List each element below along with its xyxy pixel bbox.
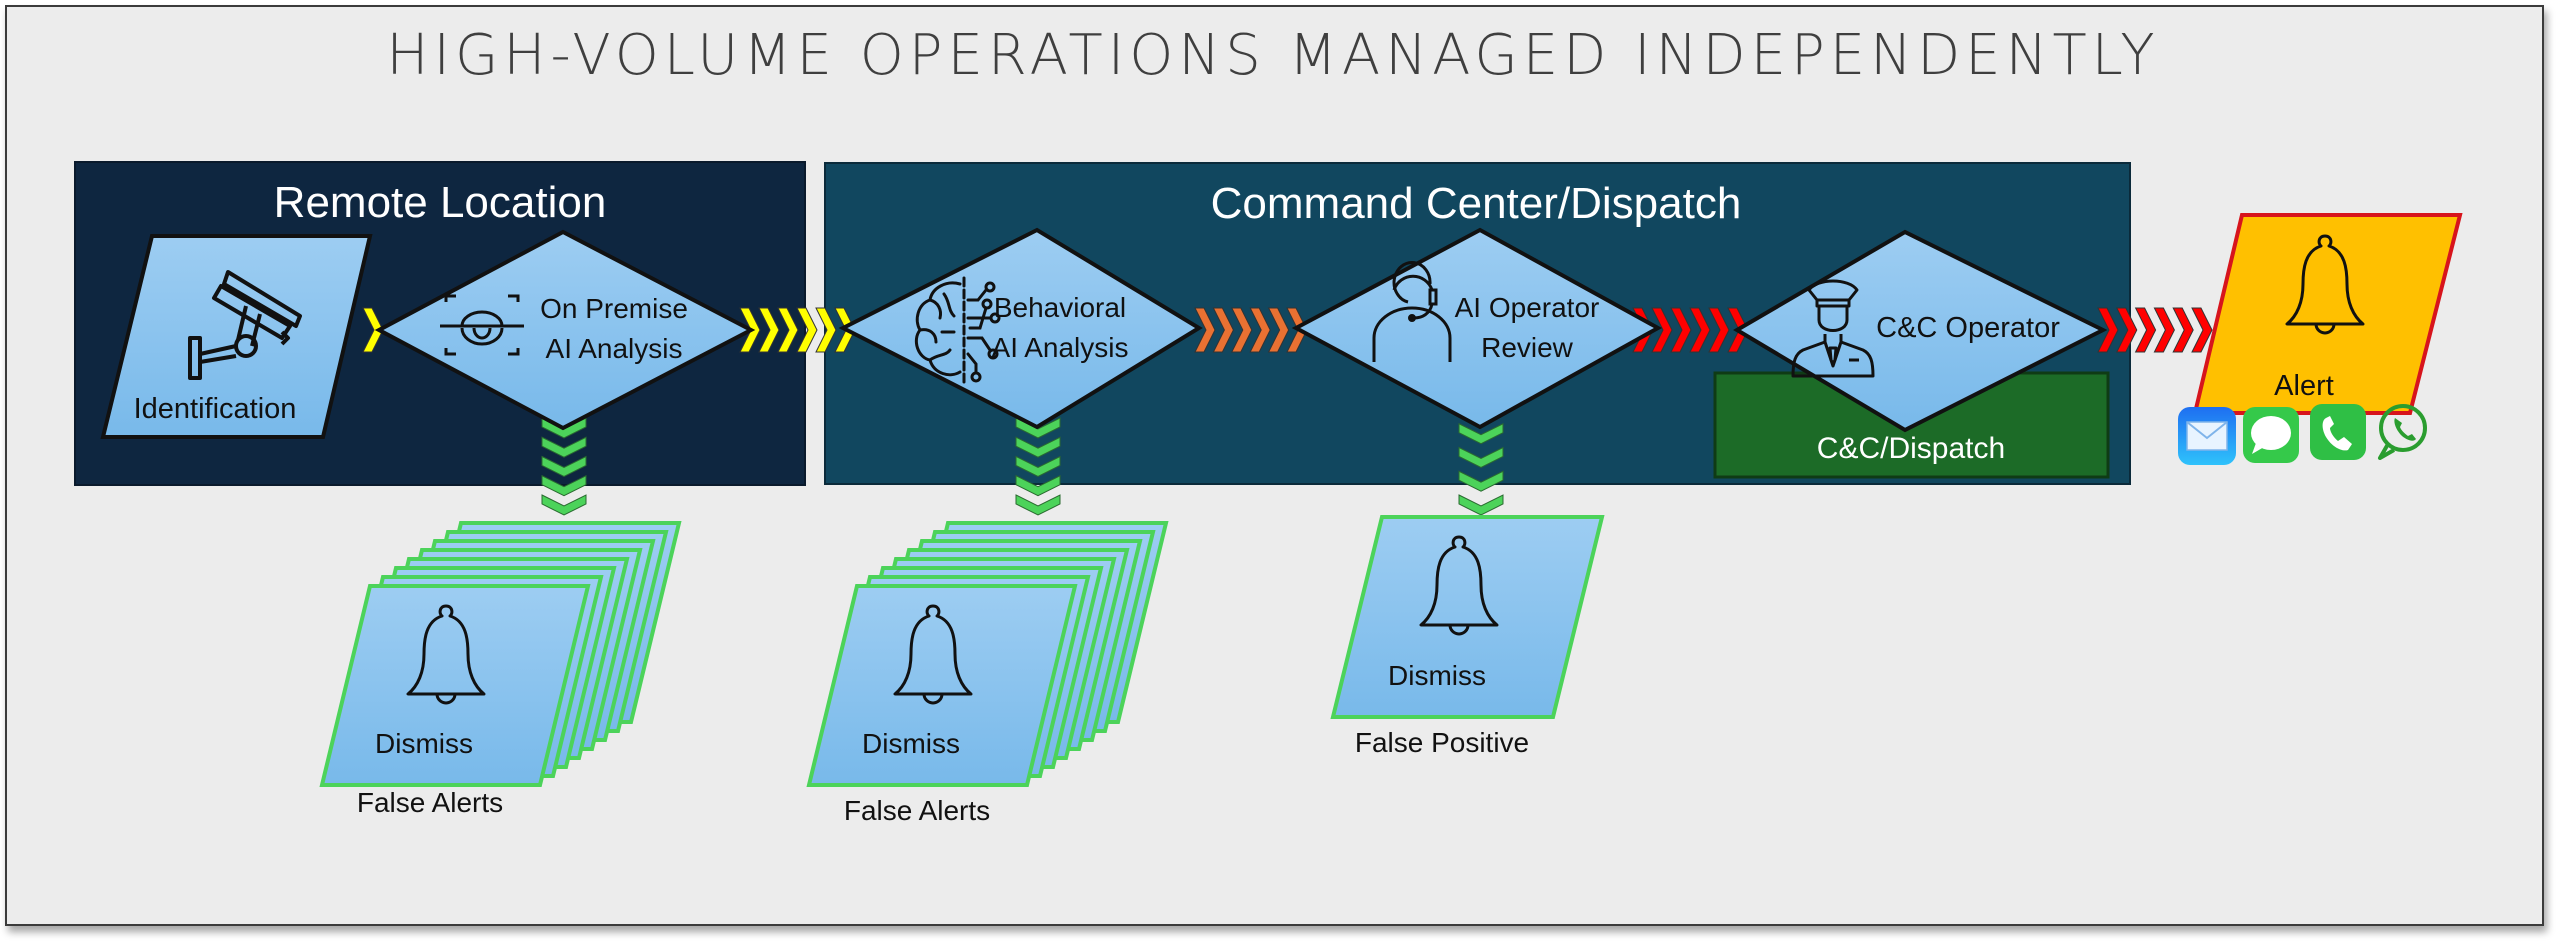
outcome-caption: False Positive	[1355, 727, 1529, 758]
dismiss-label: Dismiss	[1388, 660, 1486, 691]
behavioral-line2: AI Analysis	[992, 332, 1129, 363]
cc-operator-node[interactable]: C&C Operator	[1733, 229, 2108, 433]
behavioral-line1: Behavioral	[994, 292, 1126, 323]
chevron-orange	[1230, 307, 1253, 353]
dismiss-label: Dismiss	[375, 728, 473, 759]
chevron-green	[1015, 455, 1061, 478]
chevron-green	[1458, 446, 1504, 469]
chevron-run-behavioral-to-outcome_2	[1015, 417, 1061, 516]
chevron-red	[1670, 307, 1692, 353]
cc-operator-label: C&C Operator	[1876, 312, 2060, 344]
chevron-yellow	[777, 307, 799, 353]
notification-channels	[2178, 404, 2427, 465]
chevron-red	[2153, 307, 2175, 353]
chevron-red	[2134, 307, 2157, 353]
chevron-green	[1458, 470, 1504, 492]
chevron-green	[1458, 494, 1504, 516]
chevron-red	[1651, 307, 1673, 353]
chevron-green	[1015, 436, 1061, 458]
phone-icon[interactable]	[2310, 404, 2366, 460]
whatsapp-icon[interactable]	[2378, 404, 2427, 460]
dispatch-label: C&C/Dispatch	[1817, 432, 2005, 465]
identification-label: Identification	[134, 393, 297, 425]
chevron-orange	[1194, 307, 1216, 353]
chevron-run-cc_operator-to-alert	[2097, 307, 2213, 353]
officer-icon	[1791, 279, 1875, 378]
chevron-red	[2115, 307, 2138, 353]
dismiss-card[interactable]	[1330, 515, 1605, 719]
on-premise-ai-node[interactable]: On Premise AI Analysis	[374, 229, 756, 431]
identification-node[interactable]: Identification	[100, 234, 373, 439]
chevron-green	[1015, 417, 1061, 439]
outcome-caption: False Alerts	[357, 787, 503, 818]
command-zone-title: Command Center/Dispatch	[1211, 179, 1742, 228]
security-camera-icon	[188, 270, 302, 380]
behavioral-ai-node[interactable]: Behavioral AI Analysis	[838, 227, 1203, 430]
chevron-green	[541, 494, 587, 516]
chevron-red	[1689, 307, 1711, 353]
remote-zone-title: Remote Location	[274, 178, 607, 227]
chevron-red	[2191, 307, 2213, 353]
headset-operator-icon	[1372, 261, 1452, 362]
chevron-green	[541, 455, 587, 478]
flow-chevrons	[322, 307, 2213, 516]
chevron-green	[1015, 494, 1061, 516]
chevron-yellow	[758, 307, 780, 353]
ai-operator-line2: Review	[1481, 332, 1574, 363]
chevron-run-on_premise-to-outcome_1	[541, 417, 587, 516]
chevron-red	[2172, 307, 2194, 353]
chevron-green	[541, 436, 587, 458]
chevron-green	[541, 474, 587, 497]
chevron-yellow	[815, 307, 837, 353]
dismiss-card[interactable]	[806, 584, 1078, 787]
chevron-red	[2097, 307, 2119, 353]
message-icon[interactable]	[2243, 407, 2299, 463]
chevron-orange	[1249, 307, 1271, 353]
on-premise-line2: AI Analysis	[546, 333, 683, 364]
alert-label: Alert	[2274, 370, 2334, 402]
outcome-caption: False Alerts	[844, 795, 990, 826]
ai-operator-line1: AI Operator	[1455, 292, 1600, 323]
chevron-run-behavioral-to-ai_operator	[1194, 307, 1308, 353]
on-premise-line1: On Premise	[540, 293, 688, 324]
dismiss-label: Dismiss	[862, 728, 960, 759]
ai-operator-review-node[interactable]: AI Operator Review	[1291, 227, 1663, 430]
alert-node[interactable]: Alert	[2192, 213, 2463, 415]
mail-icon[interactable]	[2178, 407, 2236, 465]
chevron-red	[1708, 307, 1730, 353]
chevron-green	[1015, 474, 1061, 497]
chevron-orange	[1212, 307, 1234, 353]
page-title: HIGH-VOLUME OPERATIONS MANAGED INDEPENDE…	[386, 23, 2159, 88]
ai-brain-icon	[914, 276, 1001, 388]
eye-scan-icon	[440, 294, 524, 356]
chevron-yellow	[796, 307, 818, 353]
dismiss-card[interactable]	[319, 584, 591, 787]
chevron-orange	[1267, 307, 1290, 353]
chevron-green	[1458, 422, 1504, 445]
